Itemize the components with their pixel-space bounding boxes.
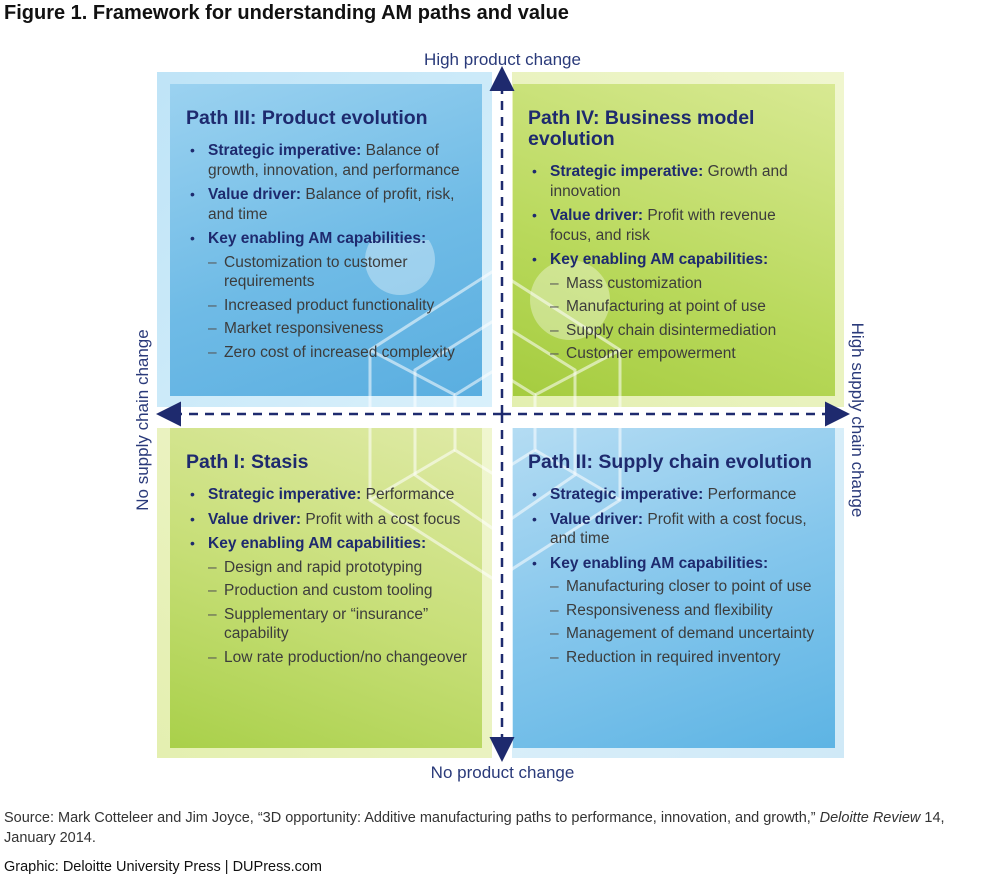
axis-label-bottom: No product change <box>430 763 575 782</box>
journal-name: Deloitte Review <box>819 810 921 826</box>
strategic-imperative: Strategic imperative: Performance <box>186 485 468 505</box>
capability-item: Management of demand uncertainty <box>550 624 818 644</box>
graphic-credit: Graphic: Deloitte University Press | DUP… <box>4 859 323 875</box>
value-driver: Value driver: Profit with a cost focus <box>186 510 468 530</box>
axis-label-top: High product change <box>424 50 581 69</box>
capability-item: Mass customization <box>550 274 818 294</box>
quadrant-title: Path I: Stasis <box>186 451 309 473</box>
capability-item: Low rate production/no changeover <box>208 648 468 668</box>
source-note: Source: Mark Cotteleer and Jim Joyce, “3… <box>4 810 945 846</box>
quadrant-title: Path II: Supply chain evolution <box>528 451 812 473</box>
capability-item: Customer empowerment <box>550 344 818 364</box>
capability-item: Supply chain disintermediation <box>550 321 818 341</box>
key-capabilities: Key enabling AM capabilities: Customizat… <box>186 229 468 362</box>
strategic-imperative: Strategic imperative: Performance <box>528 485 818 505</box>
key-capabilities: Key enabling AM capabilities: Design and… <box>186 534 468 667</box>
quadrant-path-3: Path III: Product evolution Strategic im… <box>172 96 482 377</box>
capability-item: Manufacturing closer to point of use <box>550 577 818 597</box>
strategic-imperative: Strategic imperative: Balance of growth,… <box>186 141 468 180</box>
capability-item: Responsiveness and flexibility <box>550 601 818 621</box>
capability-item: Reduction in required inventory <box>550 648 818 668</box>
strategic-imperative: Strategic imperative: Growth and innovat… <box>528 162 818 201</box>
quadrant-title: Path IV: Business model evolution <box>528 107 755 150</box>
capability-item: Customization to customer requirements <box>208 253 468 292</box>
capability-item: Zero cost of increased complexity <box>208 343 468 363</box>
capability-item: Market responsiveness <box>208 319 468 339</box>
key-capabilities: Key enabling AM capabilities: Mass custo… <box>528 250 818 364</box>
quadrant-path-1: Path I: Stasis Strategic imperative: Per… <box>172 440 482 682</box>
capability-item: Increased product functionality <box>208 296 468 316</box>
axis-label-right: High supply chain change <box>848 322 867 518</box>
quadrant-path-2: Path II: Supply chain evolution Strategi… <box>514 440 832 682</box>
capability-item: Design and rapid prototyping <box>208 558 468 578</box>
value-driver: Value driver: Balance of profit, risk, a… <box>186 185 468 224</box>
capability-item: Manufacturing at point of use <box>550 297 818 317</box>
value-driver: Value driver: Profit with a cost focus, … <box>528 510 818 549</box>
capability-item: Supplementary or “insurance” capability <box>208 605 468 644</box>
axis-label-left: No supply chain change <box>133 329 152 511</box>
value-driver: Value driver: Profit with revenue focus,… <box>528 206 818 245</box>
quadrant-path-4: Path IV: Business model evolution Strate… <box>514 96 832 379</box>
figure-title: Figure 1. Framework for understanding AM… <box>4 2 569 24</box>
key-capabilities: Key enabling AM capabilities: Manufactur… <box>528 554 818 668</box>
capability-item: Production and custom tooling <box>208 581 468 601</box>
quadrant-title: Path III: Product evolution <box>186 107 428 129</box>
